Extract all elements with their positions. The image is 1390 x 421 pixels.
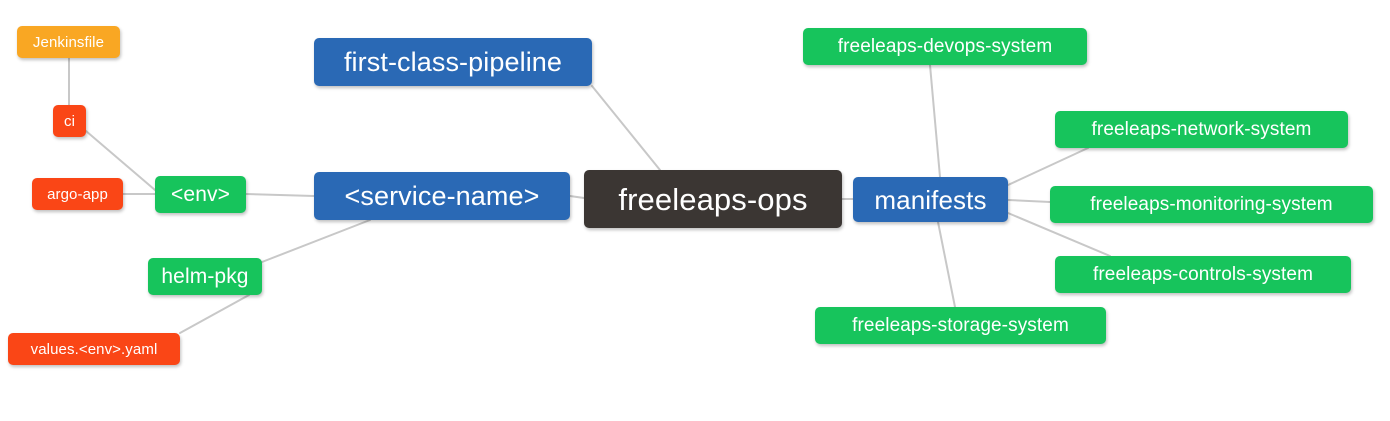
node-label-env: <env> [171, 183, 230, 206]
node-freeleaps-controls-system[interactable]: freeleaps-controls-system [1055, 256, 1351, 293]
node-first-class-pipeline[interactable]: first-class-pipeline [314, 38, 592, 86]
node-label-freeleaps-network-system: freeleaps-network-system [1091, 119, 1312, 140]
node-freeleaps-monitoring-system[interactable]: freeleaps-monitoring-system [1050, 186, 1373, 223]
node-label-service-name: <service-name> [344, 180, 540, 211]
node-values-yaml[interactable]: values.<env>.yaml [8, 333, 180, 365]
edge-values-yaml-to-helm-pkg [179, 294, 250, 334]
node-label-freeleaps-monitoring-system: freeleaps-monitoring-system [1090, 194, 1333, 215]
edge-manifests-to-freeleaps-devops-system [929, 64, 941, 178]
node-label-argo-app: argo-app [47, 185, 108, 203]
node-label-freeleaps-devops-system: freeleaps-devops-system [837, 36, 1053, 57]
node-label-freeleaps-storage-system: freeleaps-storage-system [852, 315, 1069, 336]
node-freeleaps-ops[interactable]: freeleaps-ops [584, 170, 842, 228]
node-argo-app[interactable]: argo-app [32, 178, 123, 210]
node-label-helm-pkg: helm-pkg [161, 265, 249, 288]
node-label-freeleaps-controls-system: freeleaps-controls-system [1092, 264, 1314, 285]
node-helm-pkg[interactable]: helm-pkg [148, 258, 262, 295]
edge-manifests-to-freeleaps-storage-system [937, 221, 956, 308]
edge-helm-pkg-to-service-name [261, 219, 371, 263]
node-freeleaps-network-system[interactable]: freeleaps-network-system [1055, 111, 1348, 148]
node-ci[interactable]: ci [53, 105, 86, 137]
node-env[interactable]: <env> [155, 176, 246, 213]
node-label-first-class-pipeline: first-class-pipeline [343, 46, 563, 77]
node-label-freeleaps-ops: freeleaps-ops [618, 181, 808, 217]
edge-env-to-service-name [245, 193, 315, 197]
edge-manifests-to-freeleaps-monitoring-system [1007, 199, 1051, 203]
edge-first-class-pipeline-to-freeleaps-ops [591, 85, 661, 171]
node-label-values-yaml: values.<env>.yaml [30, 340, 158, 358]
node-service-name[interactable]: <service-name> [314, 172, 570, 220]
node-jenkinsfile[interactable]: Jenkinsfile [17, 26, 120, 58]
node-freeleaps-devops-system[interactable]: freeleaps-devops-system [803, 28, 1087, 65]
edge-service-name-to-freeleaps-ops [569, 195, 585, 199]
node-manifests[interactable]: manifests [853, 177, 1008, 222]
node-label-ci: ci [63, 112, 76, 130]
node-freeleaps-storage-system[interactable]: freeleaps-storage-system [815, 307, 1106, 344]
node-label-manifests: manifests [874, 184, 987, 215]
node-label-jenkinsfile: Jenkinsfile [32, 33, 105, 51]
edge-manifests-to-freeleaps-network-system [1007, 147, 1089, 186]
